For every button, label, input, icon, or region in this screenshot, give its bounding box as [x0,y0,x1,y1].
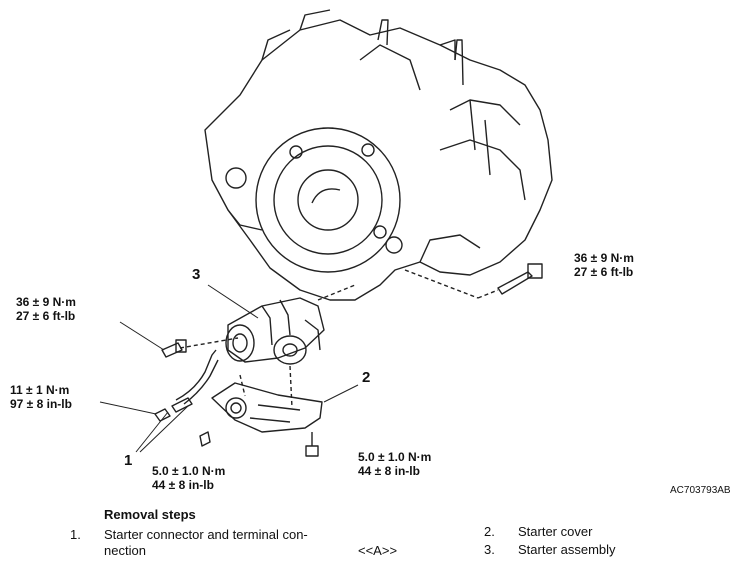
removal-steps-title: Removal steps [104,507,196,522]
starter-assembly [225,297,325,365]
removal-note: <<A>> [358,543,398,558]
starter-cover [211,382,323,433]
torque-converter-outer [255,127,401,273]
callout-2: 2 [362,369,371,386]
callout-1: 1 [124,452,133,469]
bolt-right [497,271,533,295]
torque-right: 36 ± 9 N·m 27 ± 6 ft-lb [574,251,634,279]
torque-bottom-right: 5.0 ± 1.0 N·m 44 ± 8 in-lb [358,450,432,478]
transaxle-housing [204,19,553,301]
wiring-harness [175,349,217,401]
torque-converter-inner [273,145,383,255]
torque-mid-left: 11 ± 1 N·m 97 ± 8 in-lb [10,383,72,411]
removal-step-2: 2. Starter cover [484,524,593,539]
removal-step-3: 3. Starter assembly [484,542,616,557]
figure-id: AC703793AB [670,485,731,496]
removal-step-1: 1. Starter connector and terminal con- n… [70,527,308,558]
bolt-upper-left [161,339,187,358]
torque-upper-left: 36 ± 9 N·m 27 ± 6 ft-lb [16,295,76,323]
torque-bottom-center: 5.0 ± 1.0 N·m 44 ± 8 in-lb [152,464,226,492]
starter-exploded-diagram [99,9,553,457]
callout-3: 3 [192,266,201,283]
